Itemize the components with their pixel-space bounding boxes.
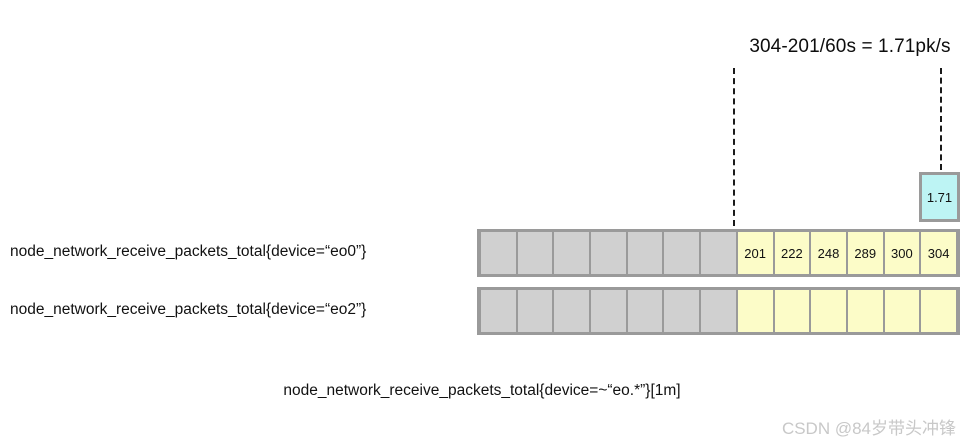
sample-cell — [591, 232, 626, 274]
series-row-eo2 — [477, 287, 960, 335]
sample-cell — [847, 290, 883, 332]
sample-cell — [664, 290, 700, 332]
sample-cell — [627, 232, 663, 274]
sample-cell: 300 — [884, 232, 920, 274]
rate-formula-annotation: 304-201/60s = 1.71pk/s — [749, 36, 951, 57]
sample-cell — [664, 232, 700, 274]
sample-cell — [554, 232, 590, 274]
sample-cell — [811, 290, 846, 332]
rate-result-box: 1.71 — [919, 172, 960, 222]
sample-cell — [627, 290, 663, 332]
range-end-guide-line — [940, 68, 942, 170]
sample-cell — [701, 290, 736, 332]
sample-cell — [481, 290, 516, 332]
sample-cell — [517, 290, 553, 332]
sample-cell — [517, 232, 553, 274]
series-label-eo0: node_network_receive_packets_total{devic… — [10, 243, 367, 260]
query-caption: node_network_receive_packets_total{devic… — [283, 382, 681, 399]
csdn-watermark: CSDN @84岁带头冲锋 — [781, 419, 956, 438]
sample-cell: 248 — [811, 232, 846, 274]
sample-cell — [481, 232, 516, 274]
range-start-guide-line — [733, 68, 735, 226]
sample-cell — [591, 290, 626, 332]
sample-cell — [701, 232, 736, 274]
sample-cell: 304 — [921, 232, 956, 274]
rate-result-value: 1.71 — [926, 189, 953, 205]
sample-cell: 201 — [737, 232, 773, 274]
sample-cell — [921, 290, 956, 332]
sample-cell — [774, 290, 810, 332]
sample-cell: 289 — [847, 232, 883, 274]
sample-cell — [884, 290, 920, 332]
series-label-eo2: node_network_receive_packets_total{devic… — [10, 301, 367, 318]
sample-cell — [554, 290, 590, 332]
sample-cell: 222 — [774, 232, 810, 274]
sample-cell — [737, 290, 773, 332]
